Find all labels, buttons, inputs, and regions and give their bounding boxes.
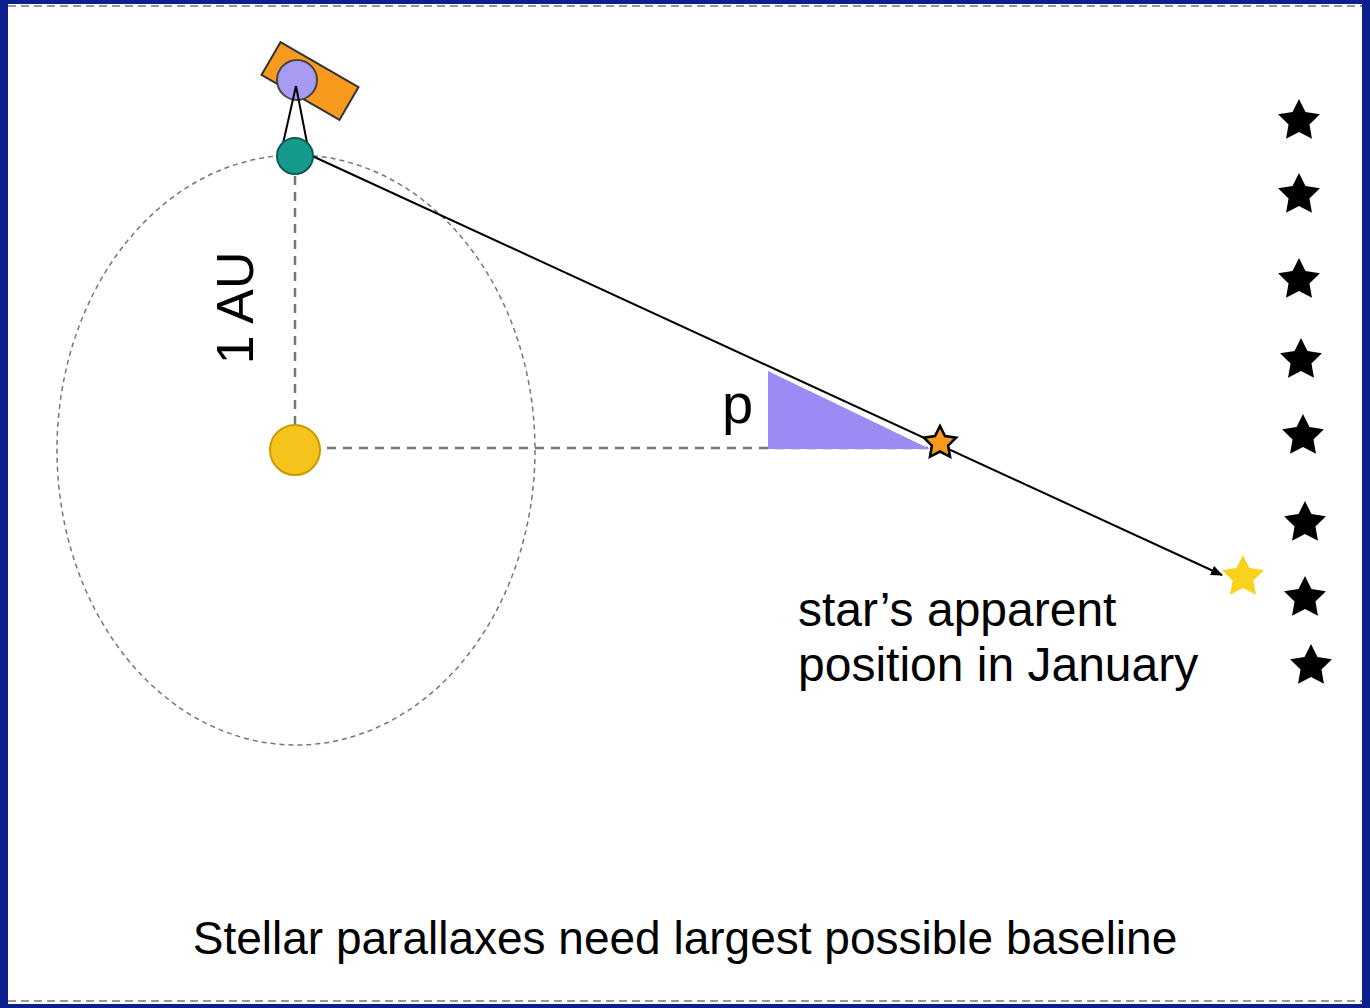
radius-line [294, 160, 297, 450]
background-stars [1278, 99, 1332, 684]
sun [270, 425, 320, 475]
slide-ground [8, 4, 1362, 1004]
apparent-star [1222, 555, 1264, 595]
top-rule [8, 5, 1362, 7]
angle-label: p [722, 372, 753, 436]
near-star [924, 426, 956, 457]
earth-orbit [57, 155, 535, 745]
bottom-rule [8, 1000, 1362, 1002]
distance-label: 1 AU [206, 252, 266, 365]
parallax-angle [768, 371, 930, 449]
telescope-body [262, 42, 359, 120]
position-note: star’s apparent position in January [798, 582, 1268, 692]
caption: Stellar parallaxes need largest possible… [0, 912, 1370, 965]
sight-line [310, 155, 1222, 575]
earth [277, 138, 313, 174]
